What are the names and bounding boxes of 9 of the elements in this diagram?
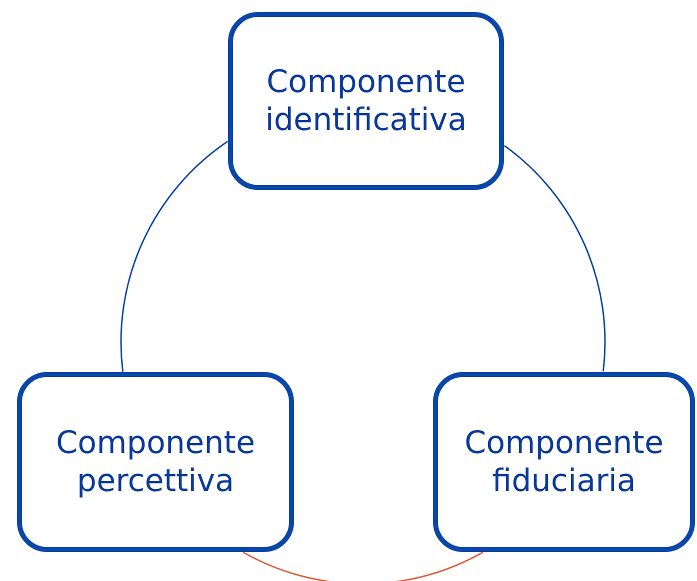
- box-label: Componente percettiva: [54, 424, 256, 500]
- box-label: Componente identificativa: [264, 63, 468, 139]
- connector-arc: [242, 552, 484, 581]
- connector-arc: [504, 145, 606, 372]
- box-label: Componente fiduciaria: [463, 424, 665, 500]
- connector-arc: [120, 140, 228, 372]
- rounded-box: [228, 12, 504, 190]
- rounded-box: [17, 372, 294, 552]
- rounded-box: [433, 372, 695, 552]
